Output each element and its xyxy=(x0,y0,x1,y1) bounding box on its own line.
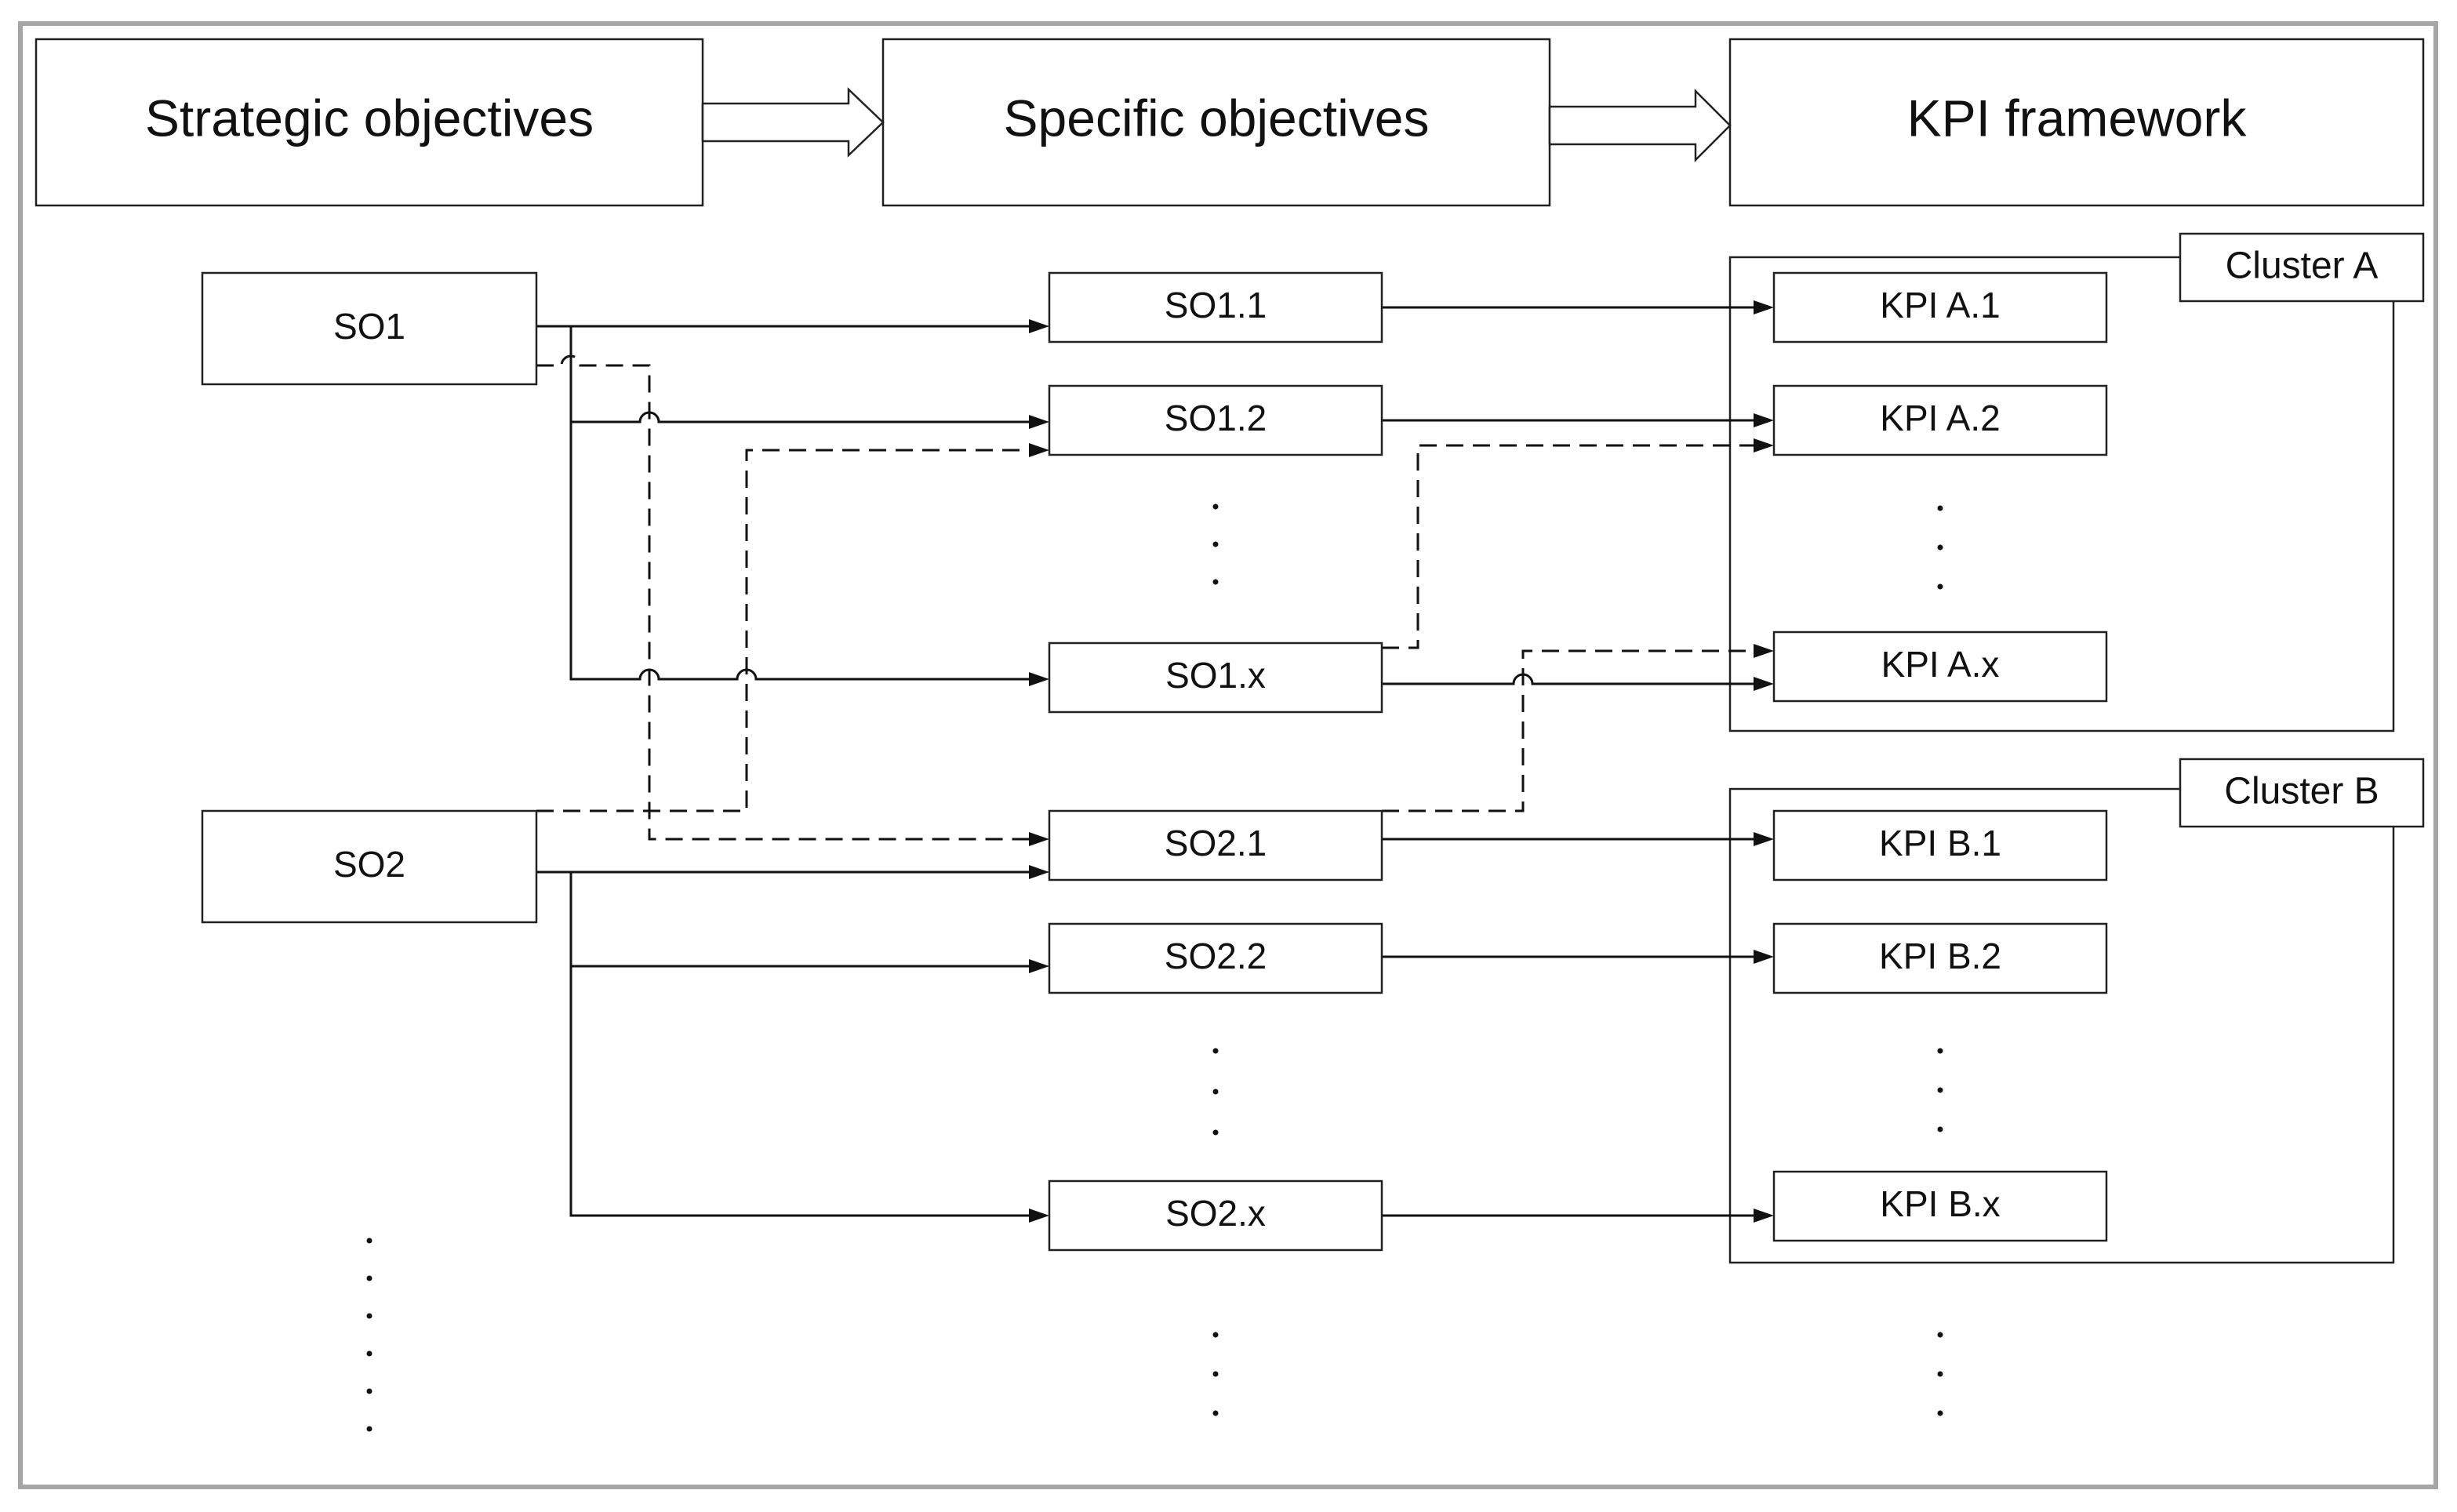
node-so1-label: SO1 xyxy=(333,306,405,347)
ellipsis-kpi-bottom xyxy=(1937,1332,1943,1416)
node-so2-1: SO2.1 xyxy=(1048,809,1383,881)
header-kpi-label: KPI framework xyxy=(1907,89,2248,147)
node-so1: SO1 xyxy=(201,271,538,386)
header-specific-label: Specific objectives xyxy=(1004,89,1430,147)
node-kpi-bx: KPI B.x xyxy=(1772,1170,2108,1242)
node-kpi-b2-label: KPI B.2 xyxy=(1879,936,2001,976)
node-so1-1-label: SO1.1 xyxy=(1165,285,1267,325)
continuation-dots xyxy=(366,503,1943,1432)
node-so2-label: SO2 xyxy=(333,844,405,885)
ellipsis-kpi-a xyxy=(1937,505,1943,590)
dashed-connectors xyxy=(536,354,1761,841)
node-so2-2-label: SO2.2 xyxy=(1165,936,1267,976)
node-kpi-a1: KPI A.1 xyxy=(1772,271,2108,343)
node-kpi-b1: KPI B.1 xyxy=(1772,809,2108,881)
node-kpi-b1-label: KPI B.1 xyxy=(1879,823,2001,863)
node-so2-x-label: SO2.x xyxy=(1165,1193,1266,1234)
ellipsis-specific-bottom xyxy=(1212,1332,1219,1416)
node-so2-1-label: SO2.1 xyxy=(1165,823,1267,863)
node-kpi-ax-label: KPI A.x xyxy=(1881,644,2000,685)
node-so2-x: SO2.x xyxy=(1048,1179,1383,1252)
ellipsis-kpi-b xyxy=(1937,1048,1943,1132)
ellipsis-strategic-bottom xyxy=(366,1238,373,1432)
node-kpi-b2: KPI B.2 xyxy=(1772,922,2108,994)
ellipsis-so2 xyxy=(1212,1048,1219,1136)
header-arrow-2 xyxy=(1548,88,1732,163)
node-so2-2: SO2.2 xyxy=(1048,922,1383,994)
cluster-b-label: Cluster B xyxy=(2224,771,2379,812)
cluster-b-tab xyxy=(2179,758,2425,828)
header-arrow-1 xyxy=(701,87,885,158)
node-kpi-a2-label: KPI A.2 xyxy=(1880,398,2000,438)
node-so1-x-label: SO1.x xyxy=(1165,655,1266,696)
node-kpi-ax: KPI A.x xyxy=(1772,631,2108,703)
node-kpi-bx-label: KPI B.x xyxy=(1880,1183,2000,1224)
cluster-a-label: Cluster A xyxy=(2226,245,2379,287)
solid-connectors xyxy=(536,306,1761,1217)
node-so1-x: SO1.x xyxy=(1048,642,1383,714)
header-specific-box: Specific objectives xyxy=(881,38,1551,207)
outer-frame xyxy=(18,21,2438,1489)
node-so1-2-label: SO1.2 xyxy=(1165,398,1267,438)
cluster-a-tab xyxy=(2179,232,2425,303)
header-kpi-box: KPI framework xyxy=(1728,38,2425,207)
node-so1-2: SO1.2 xyxy=(1048,384,1383,456)
node-kpi-a2: KPI A.2 xyxy=(1772,384,2108,456)
header-strategic-label: Strategic objectives xyxy=(145,89,594,147)
header-strategic-box: Strategic objectives xyxy=(35,38,704,207)
node-kpi-a1-label: KPI A.1 xyxy=(1880,285,2000,325)
arrowheads xyxy=(1029,300,1774,1223)
node-so1-1: SO1.1 xyxy=(1048,271,1383,343)
ellipsis-so1 xyxy=(1212,503,1219,585)
node-so2: SO2 xyxy=(201,809,538,924)
